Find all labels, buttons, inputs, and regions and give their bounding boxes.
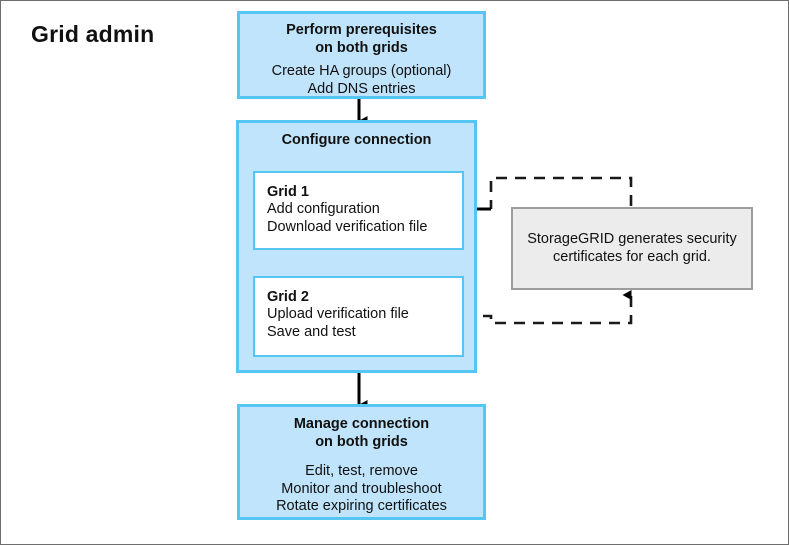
stage-box-prerequisites: Perform prerequisites on both grids Crea… [237, 11, 486, 99]
grid2-title: Grid 2 [267, 289, 309, 305]
prerequisites-line1: Create HA groups (optional) [271, 63, 452, 80]
grid1-line2: Download verification file [267, 218, 428, 235]
grid1-title: Grid 1 [267, 184, 309, 200]
manage-line1: Edit, test, remove [305, 463, 418, 480]
dashed-note-to-grid1 [489, 176, 633, 209]
manage-line2: Monitor and troubleshoot [281, 480, 442, 497]
prerequisites-details: Create HA groups (optional) Add DNS entr… [240, 57, 483, 98]
note-text: StorageGRID generates security certifica… [517, 231, 747, 266]
configure-connection-title: Configure connection [281, 132, 432, 148]
note-box-certificates: StorageGRID generates security certifica… [511, 207, 753, 290]
grid2-details: Upload verification file Save and test [267, 306, 462, 341]
stage-box-manage-connection: Manage connection on both grids Edit, te… [237, 404, 486, 520]
grid1-details: Add configuration Download verification … [267, 201, 462, 236]
prerequisites-line2: Add DNS entries [307, 80, 416, 97]
note-line2: certificates for each grid. [553, 248, 711, 265]
manage-heading-line1: Manage connection [293, 416, 430, 432]
prerequisites-heading-line1: Perform prerequisites [286, 22, 437, 38]
manage-details: Edit, test, remove Monitor and troublesh… [240, 451, 483, 515]
prerequisites-heading: Perform prerequisites on both grids [240, 14, 483, 57]
manage-heading: Manage connection on both grids [240, 407, 483, 451]
grid2-line1: Upload verification file [267, 306, 409, 323]
grid2-line2: Save and test [267, 323, 356, 340]
prerequisites-heading-line2: on both grids [315, 39, 408, 56]
manage-heading-line2: on both grids [315, 433, 408, 450]
dashed-grid2-to-note [464, 290, 633, 325]
grid1-line1: Add configuration [267, 201, 380, 218]
manage-line3: Rotate expiring certificates [276, 498, 447, 515]
sub-box-grid2: Grid 2 Upload verification file Save and… [253, 276, 464, 357]
note-line1: StorageGRID generates security [527, 230, 737, 247]
sub-box-grid1: Grid 1 Add configuration Download verifi… [253, 171, 464, 250]
role-title: Grid admin [31, 21, 155, 47]
